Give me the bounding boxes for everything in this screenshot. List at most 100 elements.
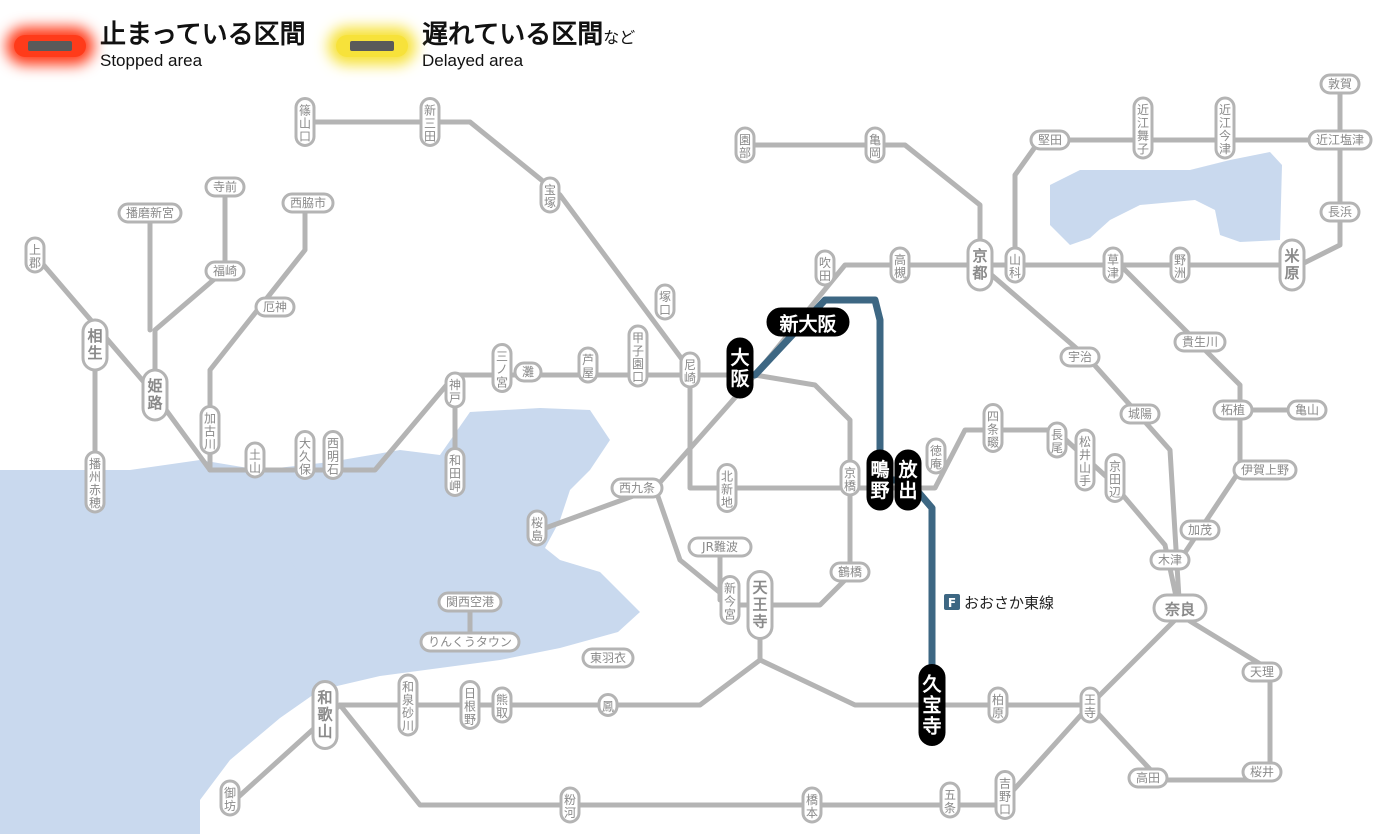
major-station-shinosaka: 新大阪 (766, 307, 850, 337)
highlighted-osaka-higashi-line (751, 296, 936, 719)
rail-osaka-loop (652, 372, 853, 608)
station-sakurajima-char: 島 (531, 528, 543, 543)
major-station-wakayama: 和歌山 (311, 680, 339, 750)
station-nagahama-marker (1319, 201, 1361, 223)
station-kameyama-label: 亀山 (1295, 403, 1319, 417)
station-tokuan: 徳庵 (925, 437, 947, 475)
station-kamigori-char: 上 (29, 243, 41, 257)
station-rinku-marker (419, 631, 521, 653)
station-kitashinchi-char: 新 (721, 482, 733, 497)
station-yamashina-char: 山 (1009, 253, 1021, 267)
station-shinimamiya-char: 新 (724, 581, 736, 596)
station-tenri-marker (1241, 661, 1283, 683)
station-bansyuako-char: 播 (89, 457, 101, 471)
bay-island (15, 560, 300, 770)
station-kyotanabe-marker (1104, 453, 1126, 503)
major-station-tennoji-char: 天 (752, 579, 768, 597)
station-shijonawate: 四条畷 (982, 403, 1004, 453)
station-yakujin-marker (254, 296, 296, 318)
station-yoshinoguchi-marker (994, 770, 1016, 820)
major-station-aioi-char: 相 (87, 327, 102, 345)
station-omiimazu-char: 津 (1219, 142, 1231, 156)
major-station-nara-label: 奈良 (1164, 601, 1195, 619)
station-tsuruhashi: 鶴橋 (829, 561, 871, 583)
station-hineno-char: 野 (464, 713, 476, 727)
station-sonobe-char: 園 (739, 133, 751, 147)
station-kibukawa: 貴生川 (1173, 331, 1227, 353)
station-sannomiya-char: 三 (496, 350, 508, 364)
station-kobe-char: 神 (449, 378, 461, 392)
station-tsukaguchi: 塚口 (654, 283, 676, 321)
line-badge-letter: F (948, 596, 956, 610)
station-igaueno: 伊賀上野 (1232, 459, 1298, 481)
station-kansaikuko-label: 関西空港 (446, 595, 494, 609)
station-tokuan-marker (925, 437, 947, 475)
station-shinsanda-marker (419, 97, 441, 147)
station-oji-char: 寺 (1084, 706, 1096, 720)
station-amagasaki: 尼崎 (679, 351, 701, 389)
line-name: おおさか東線 (964, 594, 1054, 612)
station-shinimamiya-char: 今 (724, 594, 736, 609)
station-nishiakashi: 西明石 (322, 430, 344, 480)
station-jyoyo: 城陽 (1119, 403, 1161, 425)
station-sannomiya: 三ノ宮 (491, 343, 513, 393)
major-station-shinosaka-label: 新大阪 (779, 313, 837, 336)
station-ashiya-char: 芦 (582, 353, 594, 367)
station-harimashingu: 播磨新宮 (117, 202, 183, 224)
major-station-shinosaka-marker (766, 307, 850, 337)
delayed-swatch (336, 35, 408, 57)
major-station-osaka-char: 大 (730, 346, 749, 369)
station-sasayamaguchi: 篠山口 (294, 97, 316, 147)
station-izumisunagawa-marker (397, 673, 419, 737)
station-nishiakashi-char: 西 (327, 437, 339, 451)
station-takada-marker (1127, 767, 1169, 789)
rail-fukuchiyama (302, 119, 693, 373)
station-jrnamba-marker (687, 536, 753, 558)
station-sasayamaguchi-char: 山 (299, 117, 311, 131)
station-kitashinchi-marker (716, 463, 738, 513)
station-kusatsu-char: 津 (1107, 266, 1119, 280)
station-fukusaki-marker (204, 260, 246, 282)
station-kamo2: 加茂 (1179, 519, 1221, 541)
major-station-aioi: 相生 (81, 318, 109, 372)
station-kameoka-char: 亀 (869, 133, 881, 147)
major-station-nara-marker (1152, 593, 1208, 623)
station-sakurai-marker (1241, 761, 1283, 783)
station-omiimazu-marker (1214, 96, 1236, 160)
major-station-kamo-marker (866, 449, 894, 511)
station-yamashina: 山科 (1004, 246, 1026, 284)
station-ashiya: 芦屋 (577, 346, 599, 384)
major-station-himeji-marker (141, 368, 169, 422)
station-omimaiko-marker (1132, 96, 1154, 160)
station-katata-marker (1029, 129, 1071, 151)
station-koshienguchi-char: 子 (632, 344, 644, 358)
station-suita-marker (814, 249, 836, 287)
station-nagao-char: 長 (1051, 428, 1063, 442)
station-hashimoto-marker (801, 786, 823, 824)
station-nishiwakishi-label: 西脇市 (290, 195, 326, 210)
station-yasu-marker (1169, 246, 1191, 284)
station-teramae-marker (204, 176, 246, 198)
station-kizu: 木津 (1149, 549, 1191, 571)
major-station-wakayama-char: 山 (317, 723, 332, 741)
station-uji-marker (1059, 346, 1101, 368)
station-omimaiko-char: 近 (1137, 103, 1149, 117)
station-kansaikuko: 関西空港 (437, 591, 503, 613)
station-kamigori-marker (24, 236, 46, 274)
station-okubo-marker (294, 430, 316, 480)
station-kyotanabe-char: 辺 (1109, 486, 1121, 500)
station-igaueno-label: 伊賀上野 (1241, 463, 1289, 477)
station-yamashina-marker (1004, 246, 1026, 284)
station-omishiotsu: 近江塩津 (1307, 129, 1373, 151)
station-nagao-char: 尾 (1051, 441, 1063, 455)
station-tsuruhashi-label: 鶴橋 (838, 564, 862, 579)
station-higashihagoromo: 東羽衣 (581, 647, 635, 669)
station-amagasaki-marker (679, 351, 701, 389)
station-kashiwara-marker (987, 686, 1009, 724)
major-station-maibara-char: 米 (1284, 247, 1300, 265)
station-koshienguchi-marker (627, 324, 649, 388)
station-higashihagoromo-label: 東羽衣 (590, 650, 626, 665)
